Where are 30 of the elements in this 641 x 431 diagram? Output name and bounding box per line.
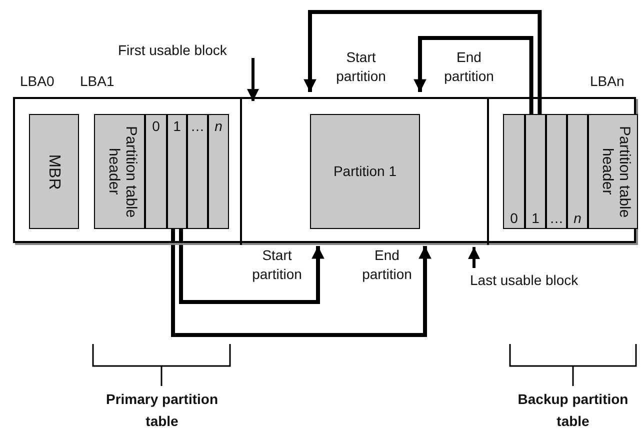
table-caption: Primary partition table — [104, 390, 220, 431]
entry-cell: … — [187, 114, 208, 229]
header-block: Partition table header — [94, 114, 145, 229]
entry-cell: 0 — [145, 114, 167, 229]
table-caption: Backup partition table — [516, 390, 630, 431]
arrow — [247, 58, 259, 101]
mbr-block: MBR — [29, 114, 79, 229]
arrow — [468, 247, 480, 268]
lba-label: LBA1 — [80, 73, 114, 89]
lba-label: LBA0 — [20, 73, 54, 89]
entry-cell: 0 — [503, 114, 525, 229]
arrow — [304, 10, 542, 116]
arrow — [179, 227, 324, 304]
entry-cell: n — [208, 114, 229, 229]
arrow — [171, 227, 432, 337]
edge-label: End partition — [443, 48, 495, 86]
edge-label: Start partition — [251, 246, 303, 284]
disk-band — [13, 97, 636, 243]
arrow — [414, 36, 534, 116]
annotation-text: First usable block — [118, 42, 248, 62]
header-block: Partition table header — [588, 114, 638, 229]
entry-cell: … — [546, 114, 567, 229]
edge-label: Start partition — [335, 48, 387, 86]
entry-cell: 1 — [167, 114, 187, 229]
partition-block: Partition 1 — [310, 114, 420, 229]
lba-label: LBAn — [590, 73, 624, 89]
entry-cell: 1 — [525, 114, 546, 229]
annotation-text: Last usable block — [470, 272, 620, 292]
entry-cell: n — [567, 114, 588, 229]
edge-label: End partition — [361, 246, 413, 284]
